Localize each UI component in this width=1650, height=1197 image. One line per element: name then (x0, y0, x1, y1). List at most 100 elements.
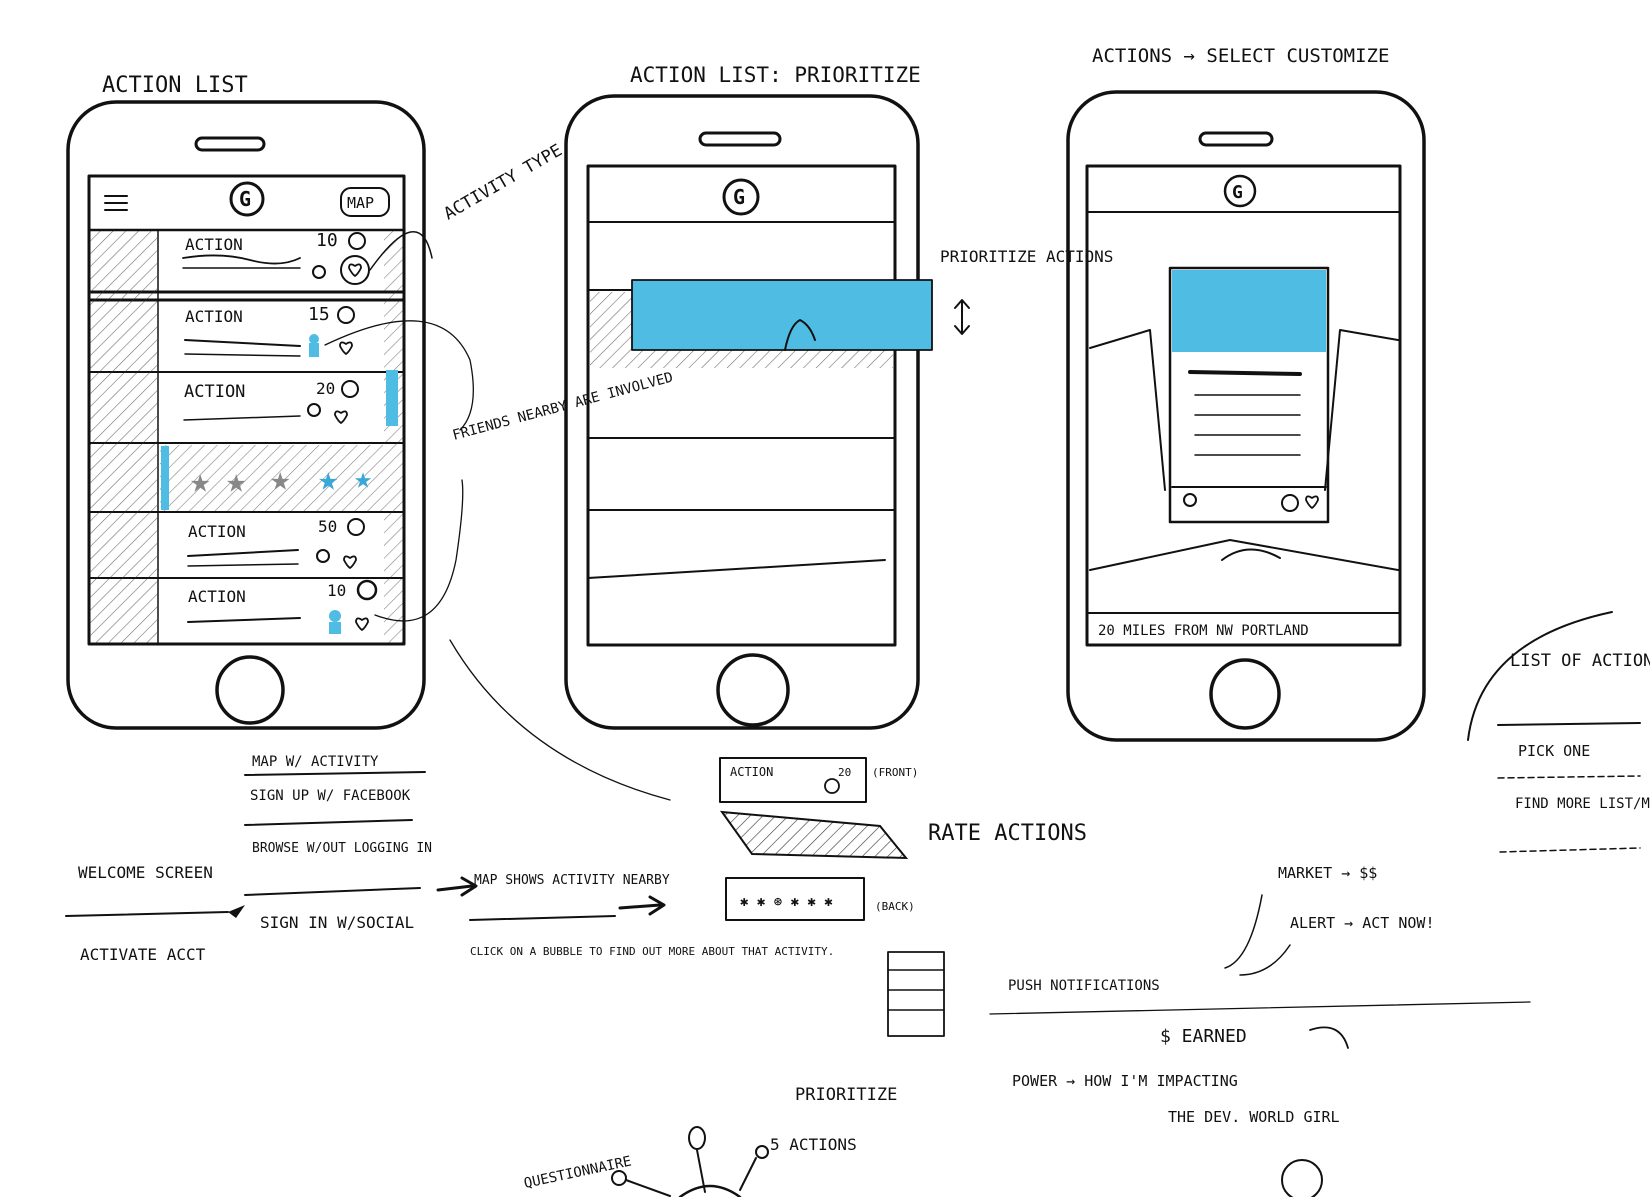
flow-option-browse: BROWSE W/OUT LOGGING IN (252, 841, 432, 856)
phone3-body (1066, 90, 1426, 742)
svg-text:★: ★ (226, 461, 246, 501)
rate-actions-label: RATE ACTIONS (928, 821, 1087, 846)
coin-icon (337, 306, 355, 324)
map-button-label: MAP (347, 194, 374, 212)
row2-label: ACTION (185, 307, 243, 326)
coin-icon (348, 232, 366, 250)
close-icon (824, 778, 840, 794)
flow-click-bubble: CLICK ON A BUBBLE TO FIND OUT MORE ABOUT… (470, 945, 834, 958)
phone1-body (66, 100, 426, 730)
note-push: PUSH NOTIFICATIONS (1008, 978, 1160, 994)
action-card[interactable] (1168, 266, 1330, 524)
note-five-actions: 5 ACTIONS (770, 1135, 857, 1154)
friend-icon (307, 403, 321, 417)
heart-button-icon[interactable] (340, 255, 370, 285)
distance-footer: 20 MILES FROM NW PORTLAND (1098, 623, 1309, 639)
row5-points: 50 (318, 517, 337, 536)
row1-label: ACTION (185, 235, 243, 254)
phone1-title: ACTION LIST (102, 73, 248, 98)
note-earned: $ EARNED (1160, 1026, 1247, 1047)
dragged-row[interactable] (632, 280, 932, 350)
coin-icon (347, 518, 365, 536)
phone2-speaker (698, 131, 782, 147)
phone1-screen (87, 174, 406, 646)
svg-text:★: ★ (354, 461, 372, 496)
user-flow: WELCOME SCREEN ACTIVATE ACCT MAP W/ ACTI… (65, 639, 834, 964)
flow-option-social: SIGN IN W/SOCIAL (260, 913, 414, 932)
note-world: THE DEV. WORLD GIRL (1168, 1108, 1340, 1126)
heart-icon (343, 555, 357, 569)
note-prioritize: PRIORITIZE ACTIONS (940, 247, 1113, 266)
phone3-home-button[interactable] (1209, 658, 1281, 730)
rating-stars[interactable]: ★ ★ ★ ★ ★ (190, 459, 372, 501)
logo-icon (1223, 174, 1257, 208)
card-front-tag: (FRONT) (872, 766, 918, 779)
card-back-tag: (BACK) (875, 900, 915, 913)
row5-label: ACTION (188, 522, 246, 541)
flow-map-shows: MAP SHOWS ACTIVITY NEARBY (474, 873, 670, 888)
flow-activate: ACTIVATE ACCT (80, 945, 206, 964)
friend-icon (329, 610, 341, 622)
heart-icon[interactable] (1305, 495, 1319, 509)
friend-icon (309, 343, 319, 357)
menu-icon[interactable] (104, 195, 128, 211)
person-icon (1281, 1159, 1323, 1197)
bottom-notes: PRIORITIZE 5 ACTIONS QUESTIONNAIRE (523, 1085, 897, 1197)
card-back-stars: ✱ ✱ ⊛ ✱ ✱ ✱ (740, 894, 833, 910)
row6-label: ACTION (188, 587, 246, 606)
phone3-screen (1085, 164, 1402, 647)
phone-action-list: ACTION LIST G MAP ACTION 10 (66, 73, 675, 730)
phone2-title: ACTION LIST: PRIORITIZE (630, 63, 921, 87)
note-friends: FRIENDS NEARBY ARE INVOLVED (451, 370, 675, 444)
row6-points: 10 (327, 581, 346, 600)
logo-icon (722, 178, 760, 216)
note-questionnaire: QUESTIONNAIRE (523, 1153, 634, 1191)
phone2-logo: G (733, 185, 745, 209)
swipe-arrow-icon (1221, 548, 1281, 561)
svg-text:★: ★ (318, 459, 338, 499)
phone2-body (564, 94, 920, 730)
row2-points: 15 (308, 304, 330, 325)
note-market: MARKET → $$ (1278, 864, 1377, 882)
phone3-speaker (1198, 131, 1274, 147)
heart-icon (348, 263, 362, 277)
stacked-list (887, 951, 945, 1037)
map-button[interactable] (340, 187, 390, 217)
friend-icon (1183, 493, 1197, 507)
card-front-label: ACTION (730, 765, 773, 779)
phone2-home-button[interactable] (716, 653, 790, 727)
phone1-home-button[interactable] (215, 655, 285, 725)
note-list-of-actions: LIST OF ACTIONS (1510, 651, 1650, 671)
heart-icon (334, 410, 348, 424)
coin-icon (341, 380, 359, 398)
right-notes: LIST OF ACTIONS PICK ONE FIND MORE LIST/… (989, 611, 1650, 1197)
phone3-logo: G (1232, 182, 1243, 203)
card-back (725, 877, 865, 921)
row3-points: 20 (316, 379, 335, 398)
friend-icon (316, 549, 330, 563)
phone2-screen (586, 164, 897, 647)
hand-icon (784, 319, 816, 351)
phone1-logo: G (239, 187, 251, 211)
svg-text:★: ★ (190, 461, 210, 501)
coin-icon (356, 579, 378, 601)
heart-icon (355, 617, 369, 631)
heart-icon (339, 341, 353, 355)
row3-label: ACTION (184, 382, 245, 402)
note-prioritize-bottom: PRIORITIZE (795, 1085, 897, 1105)
flow-welcome: WELCOME SCREEN (78, 863, 213, 882)
close-icon[interactable] (1281, 494, 1299, 512)
note-find-more: FIND MORE LIST/MAP (1515, 796, 1650, 812)
drag-arrow-icon (954, 299, 970, 335)
card-flipping (719, 810, 909, 860)
row1-points: 10 (316, 230, 338, 251)
friend-icon (312, 265, 326, 279)
flow-option-signup: SIGN UP W/ FACEBOOK (250, 788, 411, 804)
phone3-title: ACTIONS → SELECT CUSTOMIZE (1092, 45, 1389, 67)
logo-icon (229, 181, 265, 217)
phone-prioritize: ACTION LIST: PRIORITIZE G PRIORITIZE ACT… (564, 63, 1113, 730)
note-alert: ALERT → ACT NOW! (1290, 914, 1435, 932)
svg-text:★: ★ (270, 459, 290, 499)
card-front (719, 757, 867, 803)
